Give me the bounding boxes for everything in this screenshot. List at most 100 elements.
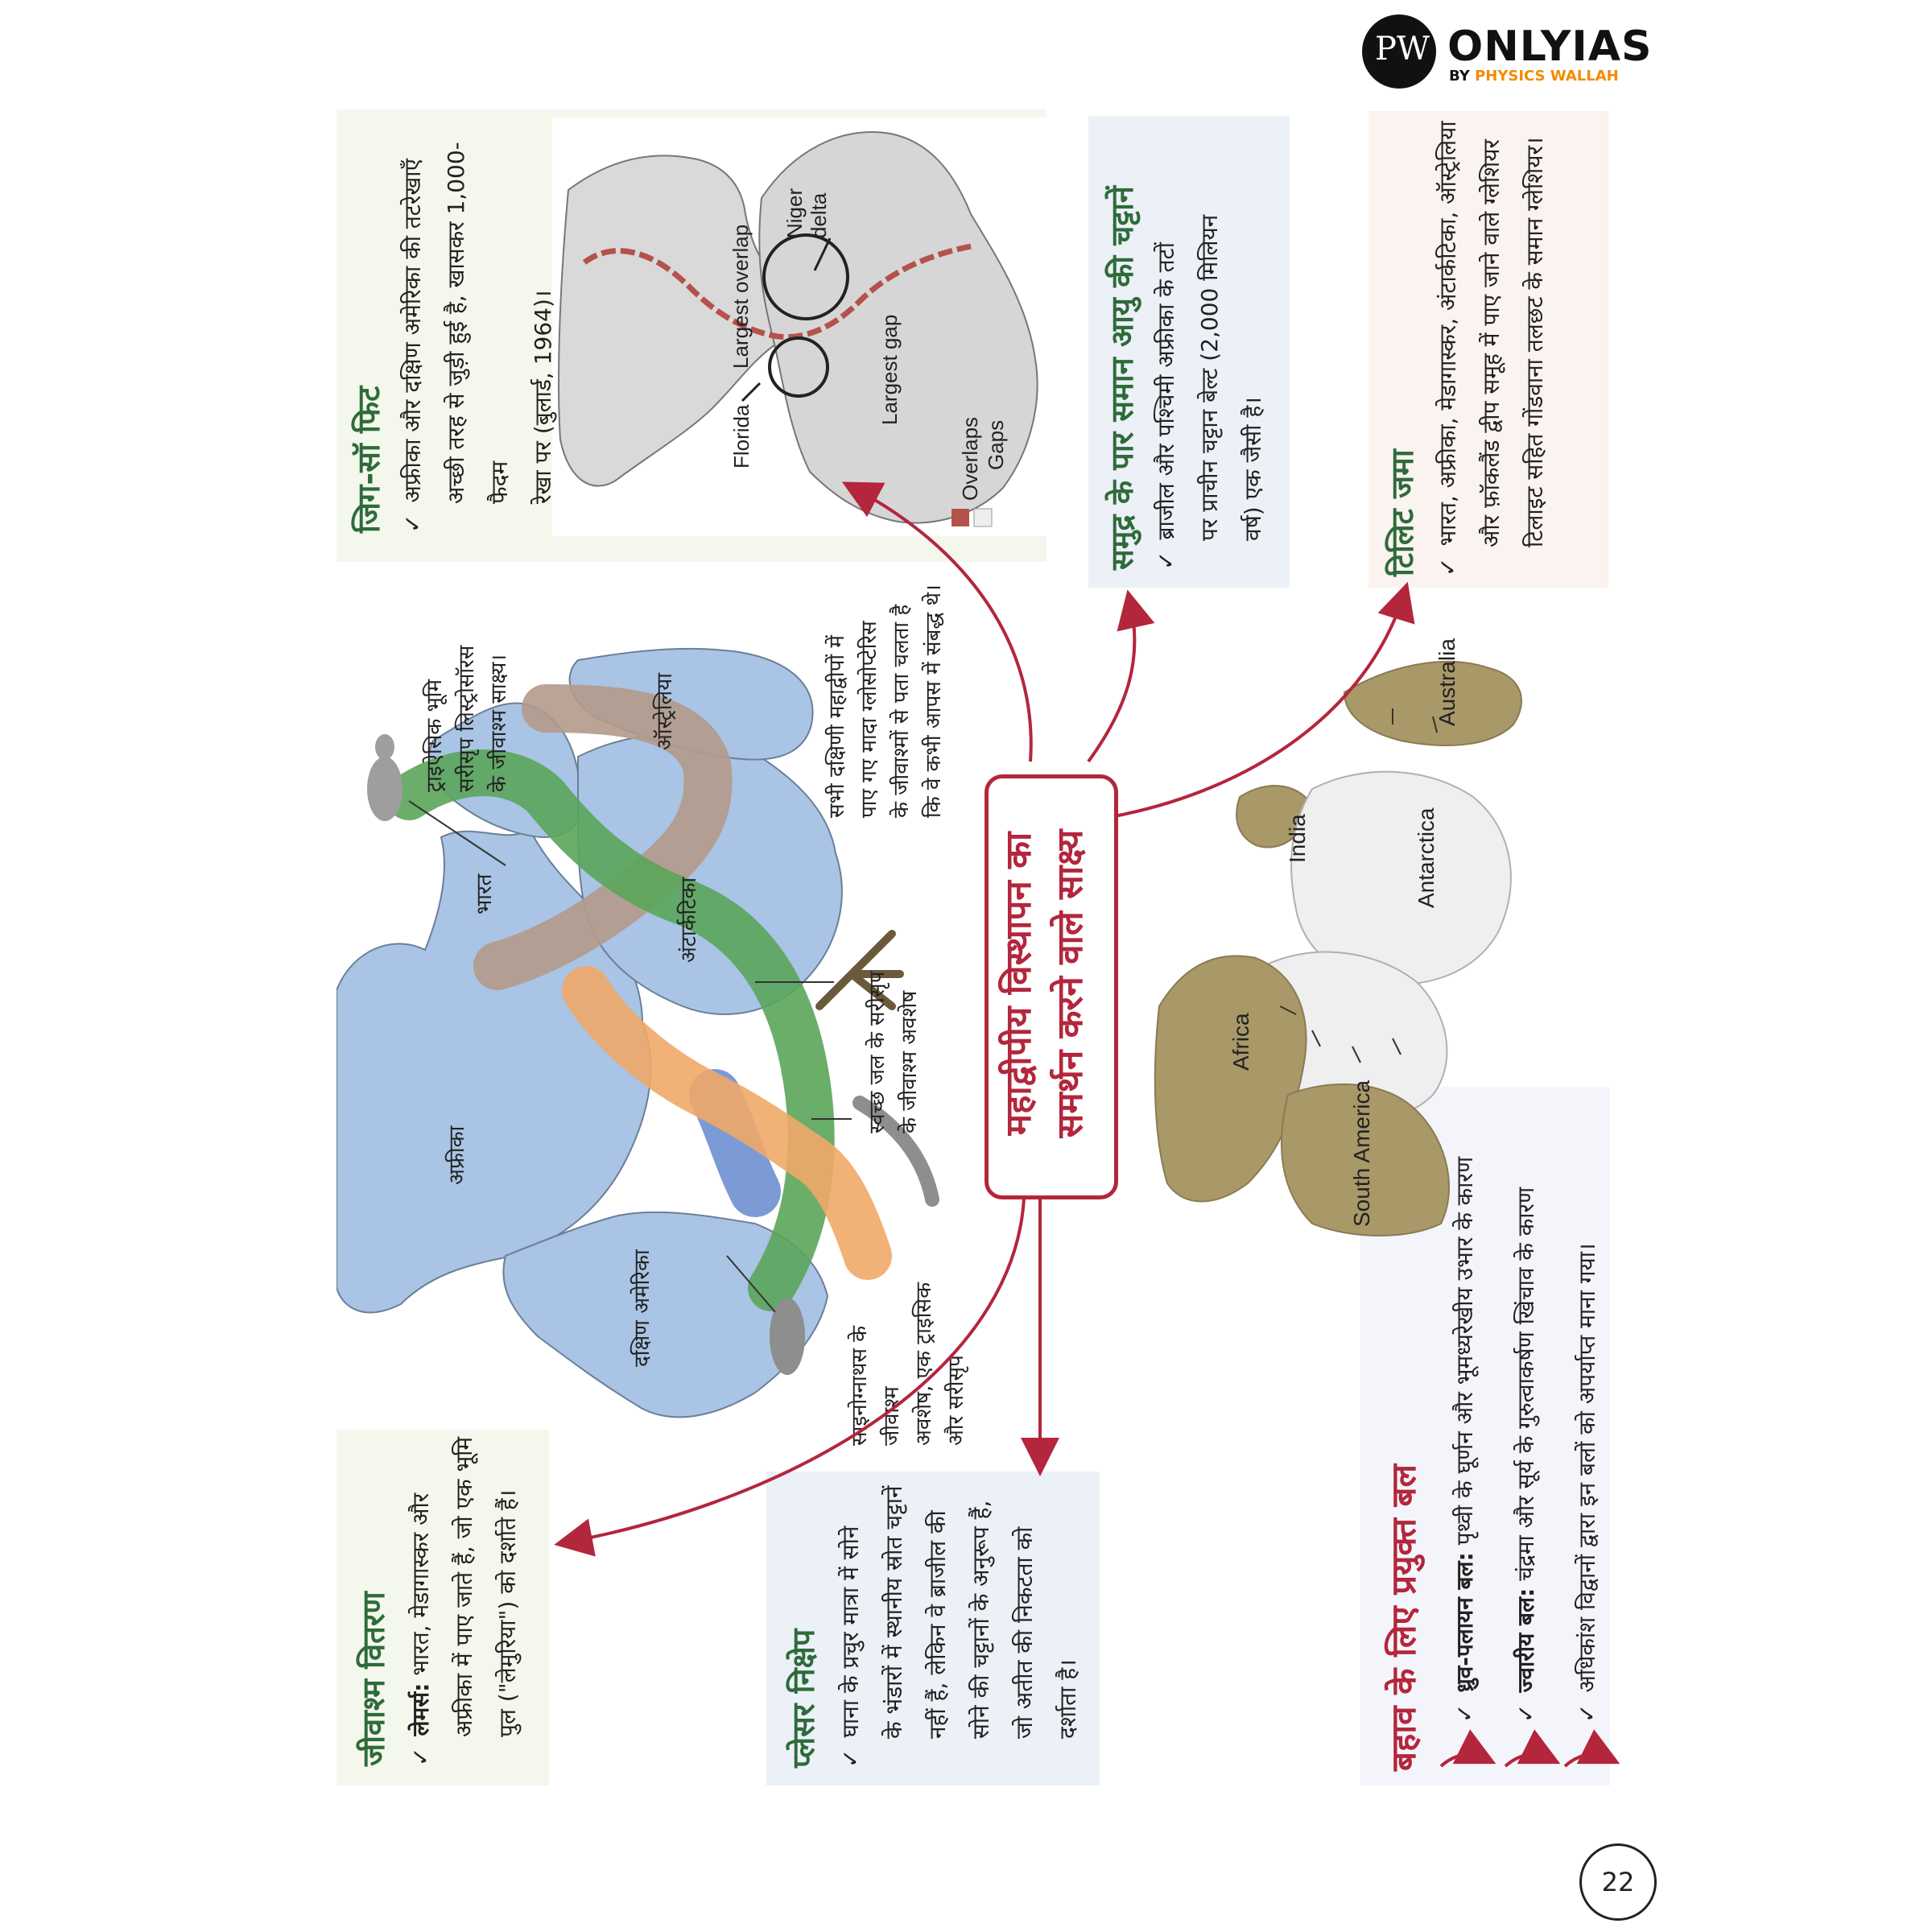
jigsaw-section: जिग-सॉ फिट ✓अफ्रीका और दक्षिण अमेरिका की… (346, 114, 565, 533)
rocks-title: समुद्र के पार समान आयु की चट्टानें (1104, 185, 1140, 570)
legend-overlaps-swatch (952, 509, 969, 526)
tillite-section: टिलिट जमा ✓भारत, अफ्रीका, मेडागास्कर, अं… (1378, 109, 1557, 576)
cynognathus-note-line-2: अवशेष, एक ट्राइसिक (912, 1282, 936, 1446)
glacier-south-america (1280, 1083, 1450, 1236)
brand-subtitle: BY PHYSICS WALLAH (1449, 68, 1619, 85)
forces-item-1: ✓ध्रुव-पलायन बल: पृथ्वी के घूर्णन और भूम… (1451, 1156, 1478, 1723)
pw-logo: PW (1362, 14, 1436, 89)
fit-map-south-america (558, 155, 802, 487)
forces-item-2: ✓ज्वारीय बल: चंद्रमा और सूर्य के गुरुत्व… (1513, 1187, 1539, 1723)
ice-flow-arrows (1279, 708, 1438, 1063)
lystrosaurus-note-line-1: ट्राइऐसिक भूमि (423, 679, 447, 792)
largest-gap-circle (768, 336, 829, 398)
tillite-line-1: ✓भारत, अफ्रीका, मेडागास्कर, अंटार्कटिका,… (1435, 121, 1461, 576)
check-icon: ✓ (1574, 1703, 1600, 1723)
fossil-label-africa: अफ्रीका (445, 1125, 469, 1185)
jigsaw-line-3: रेखा पर (बुलार्ड, 1964)। (530, 290, 556, 505)
brand-name: ONLYIAS (1447, 23, 1653, 71)
freshwater-note: स्वच्छ जल के सरीसृप के जीवाश्म अवशेष (861, 948, 926, 1133)
lystrosaurus-icon (367, 734, 402, 821)
rocks-section: समुद्र के पार समान आयु की चट्टानें ✓ब्रा… (1100, 119, 1275, 570)
cynognathus-band (562, 966, 892, 1280)
central-topic-line-2: समर्थन करने वाले साक्ष्य (1050, 829, 1091, 1138)
glossopteris-note: सभी दक्षिणी महाद्वीपों में पाए गए मादा ग… (821, 576, 950, 818)
check-icon: ✓ (1451, 1703, 1478, 1723)
placer-line-2: के भंडारों में स्थानीय स्रोत चट्टानें (881, 1485, 907, 1739)
placer-line-1: ✓घाना के प्रचुर मात्रा में सोने (837, 1525, 864, 1768)
glossopteris-note-line-3: के जीवाश्मों से पता चलता है (890, 604, 914, 818)
page-number: 22 (1579, 1843, 1657, 1921)
largest-gap-label: Largest gap (877, 314, 902, 425)
central-topic-box (985, 774, 1118, 1199)
lystrosaurus-note-line-2: सरीसृप लिस्ट्रोसॉरस (455, 645, 479, 792)
florida-arrow (741, 382, 762, 402)
fossil-label-australia: ऑस्ट्रेलिया (653, 673, 677, 750)
placer-line-6: दर्शाता है। (1055, 1659, 1081, 1739)
rocks-line-3: वर्ष) एक जैसी है। (1240, 397, 1266, 541)
cynognathus-icon (770, 1298, 805, 1375)
niger-delta-arrow (813, 237, 832, 271)
check-icon: ✓ (407, 1747, 434, 1766)
freshwater-note-line-2: के जीवाश्म अवशेष (898, 990, 922, 1133)
glossopteris-note-line-2: पाए गए मादा ग्लोसोप्टेरिस (857, 621, 881, 818)
tillite-line-3: टिलाइट सहित गोंडवाना तलछट के समान ग्लेशि… (1521, 137, 1548, 547)
check-icon: ✓ (399, 514, 426, 533)
central-topic-line-1: महाद्वीपीय विस्थापन का (998, 832, 1039, 1136)
tillite-box (1368, 111, 1608, 588)
placer-title: प्लेसर निक्षेप (786, 1629, 821, 1768)
fossil-distribution-box (336, 1430, 549, 1785)
fossil-distribution-line-1: ✓लेमर्स: भारत, मेडागास्कर और (407, 1492, 434, 1766)
placer-line-5: जो अतीत की निकटता को (1011, 1526, 1038, 1739)
fossil-distribution-line-2: अफ्रीका में पाए जाते हैं, जो एक भूमि (451, 1436, 477, 1737)
niger-delta-label: Niger delta (782, 188, 831, 238)
lystrosaurus-note: ट्राइऐसिक भूमि सरीसृप लिस्ट्रोसॉरस के जी… (419, 583, 515, 792)
glacier-label-africa: Africa (1228, 1013, 1253, 1071)
rocks-line-2: पर प्राचीन चट्टान बेल्ट (2,000 मिलियन (1196, 214, 1223, 541)
fossil-distribution-line-3: पुल ("लेमुरिया") को दर्शाते हैं। (494, 1489, 521, 1737)
fossil-distribution-section: जीवाश्म वितरण ✓लेमर्स: भारत, मेडागास्कर … (348, 1428, 530, 1766)
legend-gaps-label: Gaps (984, 419, 1008, 470)
largest-overlap-label: Largest overlap (729, 224, 753, 369)
legend-gaps-swatch (973, 508, 993, 527)
forces-section: बहाव के लिए प्रयुक्त बल ✓ध्रुव-पलायन बल:… (1373, 1111, 1618, 1771)
placer-line-4: सोने की चट्टानों के अनुरूप हैं, (968, 1500, 994, 1739)
glacier-australia (1343, 660, 1522, 746)
check-icon: ✓ (1435, 557, 1461, 576)
cynognathus-note-line-1: साइनोग्नाथस के जीवाश्म (848, 1325, 904, 1446)
mesosaurus-icon (852, 1096, 939, 1207)
lystrosaurus-arrow (408, 800, 506, 866)
placer-line-3: नहीं हैं, लेकिन वे ब्राजील की (924, 1510, 951, 1739)
gondwana-glaciation-map (1154, 660, 1522, 1236)
largest-overlap-circle (762, 233, 849, 320)
fossil-label-india: भारत (473, 873, 497, 914)
fossil-distribution-title: जीवाश्म वितरण (356, 1591, 391, 1766)
tillite-line-2: और फ़ॉकलैंड द्वीप समूह में पाए जाने वाले… (1478, 139, 1505, 547)
central-topic-title: महाद्वीपीय विस्थापन का समर्थन करने वाले … (993, 805, 1096, 1162)
fit-map-africa (758, 131, 1038, 524)
fossil-label-antarctica: अंटार्कटिका (677, 877, 701, 963)
florida-label: Florida (729, 404, 753, 469)
forces-item-3: ✓अधिकांश विद्वानों द्वारा इन बलों को अपर… (1574, 1243, 1600, 1723)
fossil-label-south-america: दक्षिण अमेरिका (630, 1249, 654, 1367)
placer-section: प्लेसर निक्षेप ✓घाना के प्रचुर मात्रा मे… (778, 1481, 1090, 1768)
jigsaw-title: जिग-सॉ फिट (351, 386, 386, 533)
forces-title: बहाव के लिए प्रयुक्त बल (1384, 1463, 1423, 1771)
arrow-to-rocks (1087, 589, 1155, 763)
check-icon: ✓ (1513, 1703, 1539, 1723)
glossopteris-note-line-1: सभी दक्षिणी महाद्वीपों में (825, 635, 849, 818)
glacier-label-south-america: South America (1349, 1080, 1374, 1227)
lystrosaurus-note-line-3: के जीवाश्म साक्ष्य। (487, 654, 511, 792)
glacier-label-india: India (1285, 814, 1310, 863)
lystrosaurus-band (473, 684, 733, 990)
fit-map-overlap-band (582, 243, 972, 341)
check-icon: ✓ (837, 1748, 864, 1768)
brand-subtitle-name: PHYSICS WALLAH (1475, 68, 1619, 85)
cynognathus-note: साइनोग्नाथस के जीवाश्म अवशेष, एक ट्राइसि… (844, 1264, 972, 1446)
jigsaw-line-2: अच्छी तरह से जुड़ी हुई है, खासकर 1,000-फ… (443, 142, 513, 504)
legend-overlaps-label: Overlaps (958, 416, 982, 501)
cynognathus-note-line-3: और सरीसृप (944, 1355, 968, 1446)
check-icon: ✓ (1153, 551, 1179, 570)
glossopteris-note-line-4: कि वे कभी आपस में संबद्ध थे। (922, 584, 946, 818)
rocks-box (1088, 116, 1290, 588)
glacier-antarctica (1290, 770, 1512, 985)
